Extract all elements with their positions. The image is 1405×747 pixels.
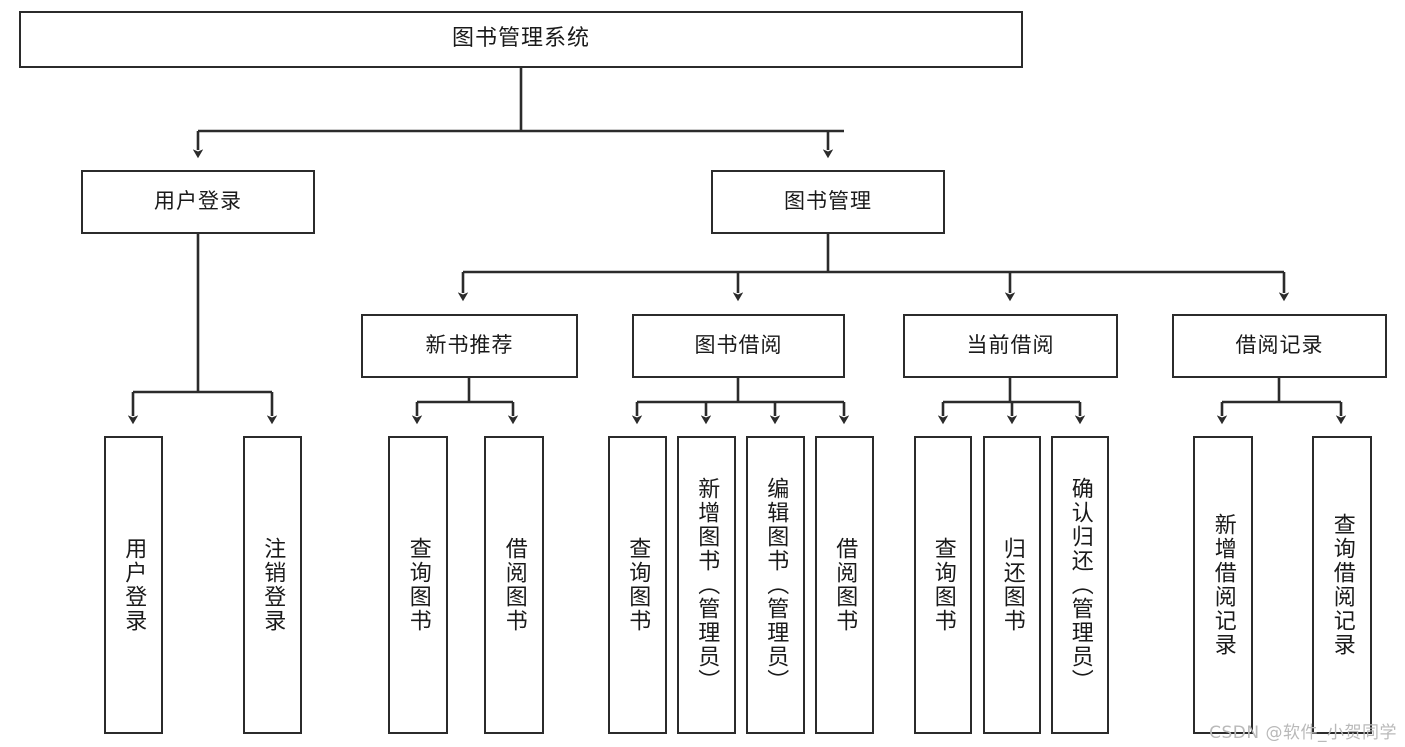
- node-label: 确认归还（管理员）: [1067, 477, 1093, 693]
- node-label: 归还图书: [999, 537, 1025, 633]
- node-label: 用户登录: [121, 537, 147, 633]
- node-label: 用户登录: [154, 189, 242, 214]
- node-root-book-management-system[interactable]: 图书管理系统: [19, 11, 1023, 68]
- node-label: 借阅记录: [1235, 333, 1324, 358]
- node-new-book-recommend[interactable]: 新书推荐: [361, 314, 578, 378]
- node-label: 图书管理: [784, 189, 872, 214]
- watermark-text: CSDN @软件_小贺同学: [1209, 723, 1397, 743]
- node-leaf-add-record[interactable]: 新增借阅记录: [1193, 436, 1253, 734]
- node-label: 当前借阅: [966, 333, 1055, 358]
- node-leaf-query-book-2[interactable]: 查询图书: [608, 436, 667, 734]
- node-leaf-confirm-return[interactable]: 确认归还（管理员）: [1051, 436, 1109, 734]
- node-label: 图书借阅: [694, 333, 783, 358]
- node-label: 图书管理系统: [451, 26, 590, 52]
- node-label: 查询图书: [405, 537, 431, 633]
- node-label: 新增借阅记录: [1210, 513, 1236, 657]
- node-label: 注销登录: [260, 537, 286, 633]
- node-book-management[interactable]: 图书管理: [711, 170, 945, 234]
- node-leaf-borrow-book-2[interactable]: 借阅图书: [815, 436, 874, 734]
- node-label: 新增图书（管理员）: [694, 477, 720, 693]
- node-leaf-return-book[interactable]: 归还图书: [983, 436, 1041, 734]
- node-user-login[interactable]: 用户登录: [81, 170, 315, 234]
- node-leaf-borrow-book-1[interactable]: 借阅图书: [484, 436, 544, 734]
- node-leaf-query-book-3[interactable]: 查询图书: [914, 436, 972, 734]
- node-book-borrow[interactable]: 图书借阅: [632, 314, 845, 378]
- node-leaf-query-book-1[interactable]: 查询图书: [388, 436, 448, 734]
- node-label: 新书推荐: [425, 333, 514, 358]
- node-leaf-user-login[interactable]: 用户登录: [104, 436, 163, 734]
- node-label: 编辑图书（管理员）: [763, 477, 789, 693]
- node-label: 查询借阅记录: [1329, 513, 1355, 657]
- node-label: 借阅图书: [832, 537, 858, 633]
- node-leaf-query-record[interactable]: 查询借阅记录: [1312, 436, 1372, 734]
- node-leaf-logout-login[interactable]: 注销登录: [243, 436, 302, 734]
- node-label: 查询图书: [625, 537, 651, 633]
- node-label: 查询图书: [930, 537, 956, 633]
- node-borrow-record[interactable]: 借阅记录: [1172, 314, 1387, 378]
- node-label: 借阅图书: [501, 537, 527, 633]
- node-current-borrow[interactable]: 当前借阅: [903, 314, 1118, 378]
- node-leaf-add-book[interactable]: 新增图书（管理员）: [677, 436, 736, 734]
- node-leaf-edit-book[interactable]: 编辑图书（管理员）: [746, 436, 805, 734]
